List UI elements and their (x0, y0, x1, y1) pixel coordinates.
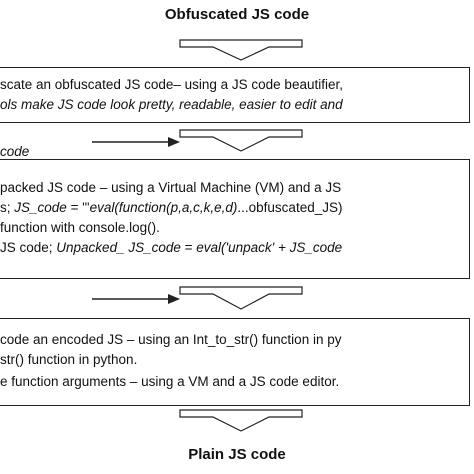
box4-line3: e function arguments – using a VM and a … (0, 374, 340, 389)
box4-line2: str() function in python. (0, 352, 138, 367)
box3-line2-d: eval(function(p,a,c,k,e,d) (89, 200, 238, 215)
box3-line4-a: JS code; (0, 240, 57, 255)
box3-line4-c: = (180, 240, 197, 255)
box3-line2-b: JS_code (14, 200, 67, 215)
box3-line2-e: ...obfuscated_JS) (237, 200, 343, 215)
step-box-decode (0, 318, 470, 406)
box3-line4-b: Unpacked_ JS_code (56, 240, 181, 255)
box3-line2: s; JS_code = "'eval(function(p,a,c,k,e,d… (0, 198, 342, 217)
box3-line4-d: eval('unpack' + JS_code (196, 240, 343, 255)
box3-line2-c: = "' (66, 200, 90, 215)
box3-line4: JS code; Unpacked_ JS_code = eval('unpac… (0, 238, 342, 257)
title-obfuscated-js-code: Obfuscated JS code (164, 6, 310, 23)
step-box-unpack (0, 159, 470, 279)
box2-code-label: code (0, 144, 30, 159)
box3-line3: function with console.log(). (0, 220, 160, 235)
box1-line2: ols make JS code look pretty, readable, … (0, 97, 343, 112)
step-box-deobfuscate (0, 67, 470, 123)
box1-line1: scate an obfuscated JS code– using a JS … (0, 77, 343, 92)
box3-line1: packed JS code – using a Virtual Machine… (0, 180, 342, 195)
box3-line2-a: s; (0, 200, 15, 215)
box4-line1: code an encoded JS – using an Int_to_str… (0, 332, 342, 347)
title-plain-js-code: Plain JS code (188, 446, 286, 463)
